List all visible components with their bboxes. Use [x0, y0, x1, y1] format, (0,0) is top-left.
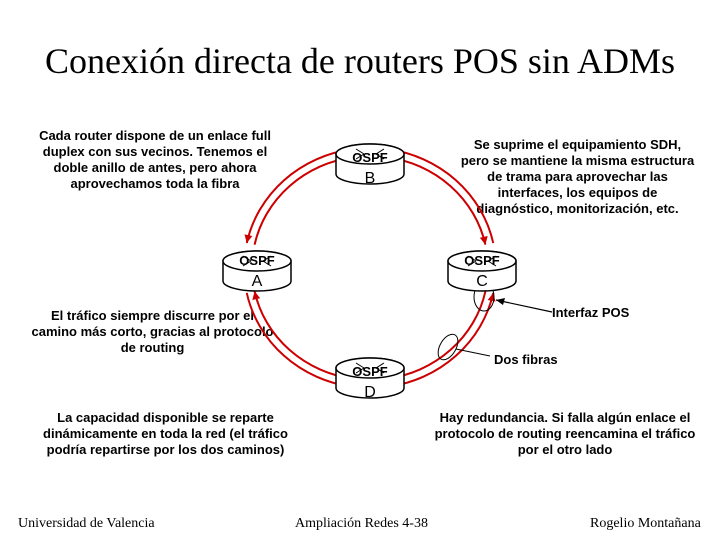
fiber-arrowhead	[479, 236, 488, 245]
router-d-protocol: OSPF	[352, 364, 387, 379]
label-dos-fibras: Dos fibras	[494, 352, 558, 367]
router-arrows-icon	[242, 255, 272, 267]
fiber-link	[245, 292, 353, 388]
router-a: OSPF A	[222, 250, 292, 292]
note-capacity: La capacidad disponible se reparte dinám…	[43, 410, 288, 457]
note-full-duplex: Cada router dispone de un enlace full du…	[39, 128, 271, 191]
footer-university: Universidad de Valencia	[18, 516, 155, 531]
router-b-letter: B	[365, 170, 376, 187]
page-title: Conexión directa de routers POS sin ADMs	[45, 41, 675, 81]
fiber-link	[387, 148, 495, 244]
router-b-protocol: OSPF	[352, 150, 387, 165]
router-arrows-icon	[467, 255, 497, 267]
router-a-letter: A	[252, 273, 263, 290]
fiber-link	[245, 148, 353, 244]
footer-course: Ampliación Redes 4-38	[295, 516, 428, 531]
router-arrows-icon	[355, 362, 385, 374]
router-c: OSPF C	[447, 250, 517, 292]
note-redundancy: Hay redundancia. Si falla algún enlace e…	[434, 410, 696, 457]
router-c-letter: C	[476, 273, 488, 290]
router-b: OSPF B	[335, 143, 405, 187]
router-arrows-icon	[355, 148, 385, 160]
footer-author: Rogelio Montañana	[590, 516, 701, 531]
fiber-arrowhead	[244, 234, 253, 244]
router-c-protocol: OSPF	[464, 253, 499, 268]
label-interfaz-pos: Interfaz POS	[552, 305, 630, 320]
fiber-arrowhead	[252, 291, 261, 300]
note-shortest-path: El tráfico siempre discurre por el camin…	[31, 308, 274, 355]
router-d: OSPF D	[335, 357, 405, 401]
fiber-link	[387, 292, 495, 388]
router-a-protocol: OSPF	[239, 253, 274, 268]
note-sdh-removed: Se suprime el equipamiento SDH, pero se …	[460, 137, 695, 216]
dos-fibras-pointer	[437, 333, 491, 361]
router-d-letter: D	[364, 384, 376, 401]
